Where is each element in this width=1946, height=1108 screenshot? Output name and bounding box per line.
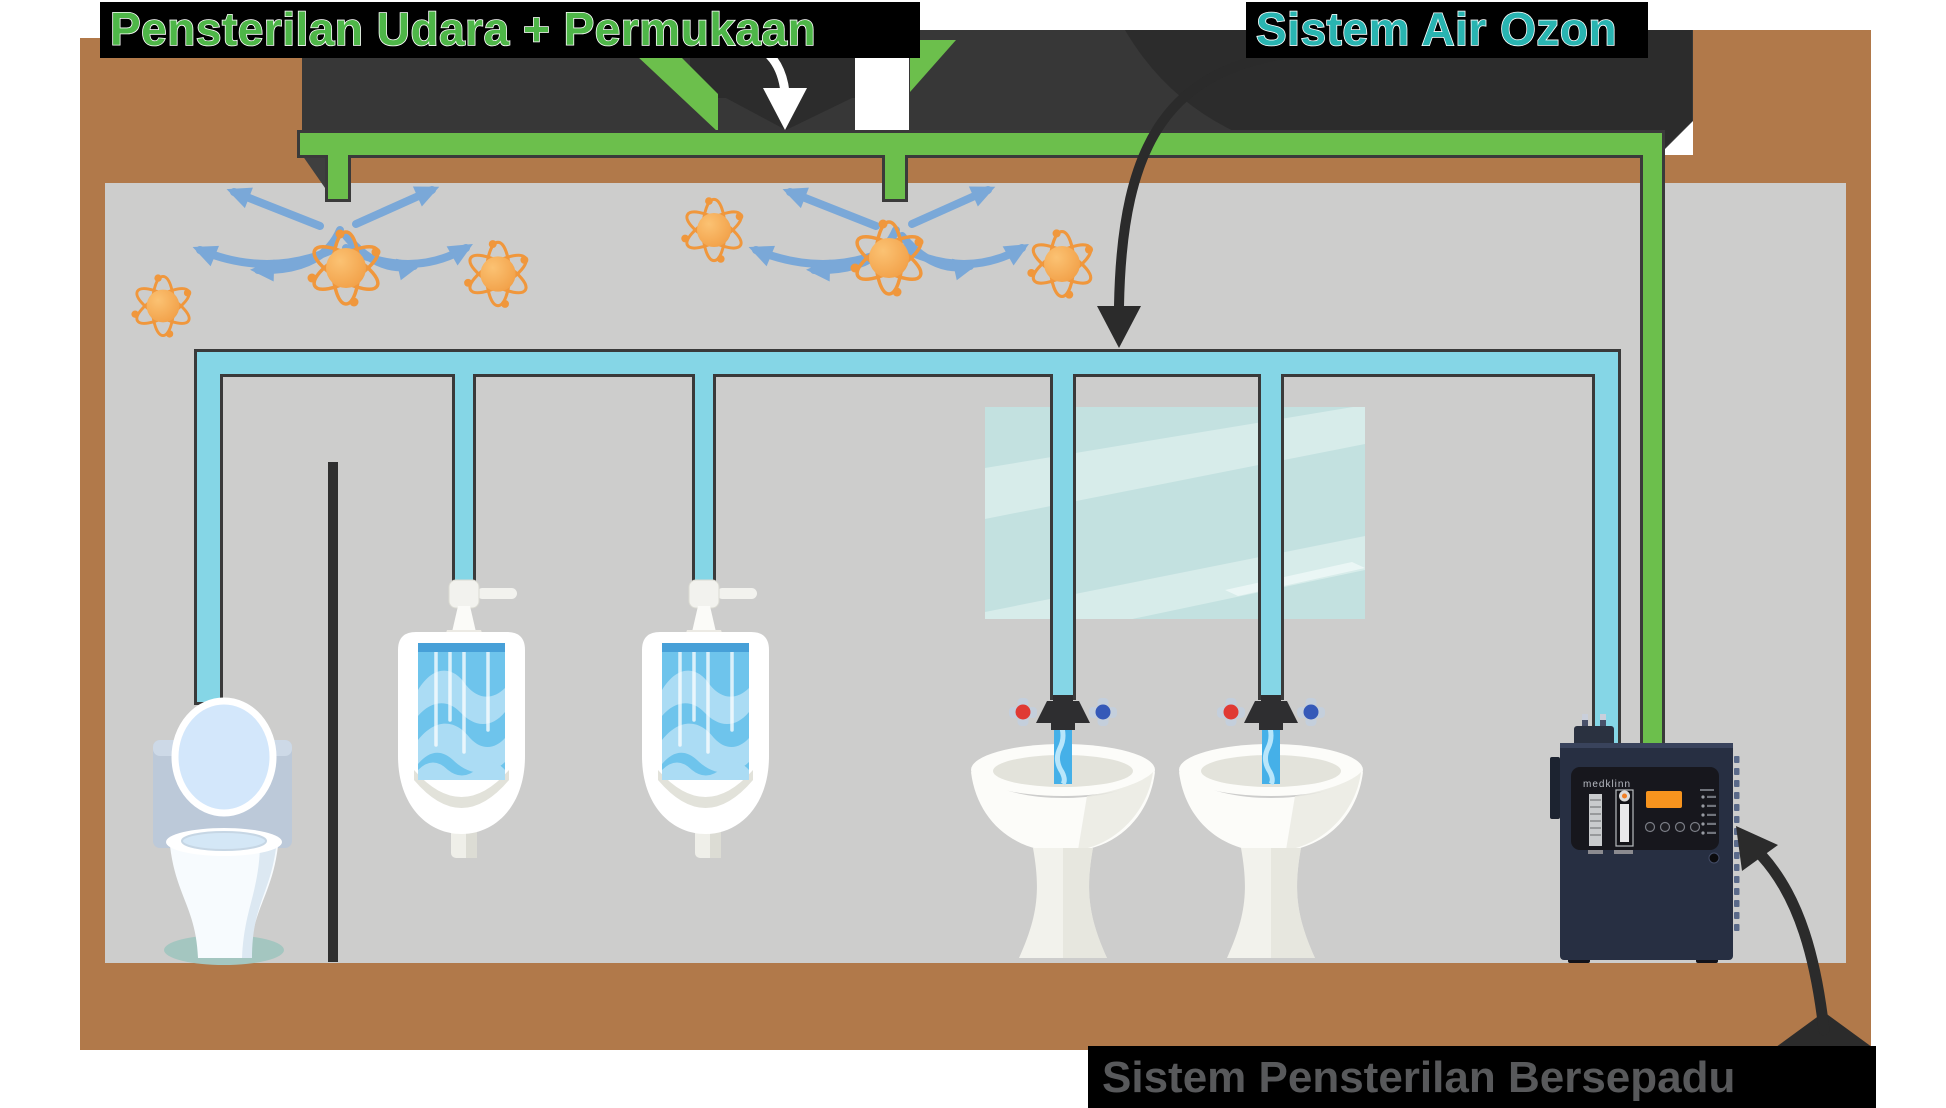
water-line-urinal-2 — [695, 374, 713, 582]
water-line-urinal-1 — [455, 374, 473, 582]
water-line-machine — [1595, 374, 1618, 745]
air-duct-horizontal — [300, 133, 1662, 155]
green-swoosh-right — [910, 40, 956, 92]
wall-frame — [80, 30, 1871, 1050]
wall-top-bar — [80, 155, 1871, 183]
plug-prong — [1600, 714, 1606, 728]
air-duct-down — [1643, 150, 1662, 745]
faucet-body — [1244, 701, 1298, 723]
machine-knob — [1708, 852, 1720, 864]
ozone-water-callout — [1097, 47, 1303, 348]
water-line-toilet — [197, 352, 220, 702]
ozone-water-line — [194, 349, 1621, 748]
ozone-water-arrowhead-icon — [1097, 306, 1141, 348]
machine-buttons — [1644, 821, 1701, 833]
wall-right — [1846, 30, 1871, 1050]
label-band-integrated — [1088, 1046, 1876, 1108]
label-air-surface: Pensterilan Udara + Permukaan — [110, 3, 816, 55]
air-diffuser-2 — [885, 150, 905, 199]
duct-wedge — [300, 152, 332, 198]
machine-display — [1646, 791, 1682, 808]
partition-pole — [328, 462, 338, 962]
water-line-horizontal — [197, 352, 1618, 374]
toilet-lid — [171, 697, 277, 817]
plug-prong — [1582, 714, 1588, 728]
label-integrated: Sistem Pensterilan Bersepadu — [1102, 1053, 1735, 1102]
hot-handle — [1015, 704, 1031, 720]
mirror — [985, 407, 1365, 619]
ozone-machine: medklinn — [1550, 714, 1740, 963]
floor — [80, 963, 1871, 1050]
air-diffuser-1 — [328, 150, 348, 199]
water-line-sink-1 — [1053, 374, 1073, 697]
machine-callout — [1736, 826, 1876, 1050]
hot-handle — [1223, 704, 1239, 720]
machine-callout-arrowhead-icon — [1736, 826, 1778, 871]
power-plug — [1574, 726, 1614, 746]
machine-brand: medklinn — [1583, 779, 1631, 790]
sink-1 — [971, 744, 1155, 958]
cold-handle — [1095, 704, 1111, 720]
machine-vents — [1734, 756, 1740, 931]
cold-handle — [1303, 704, 1319, 720]
sterilizer-unit-decor — [620, 35, 956, 132]
machine-gauge-1 — [1588, 794, 1603, 854]
water-line-sink-2 — [1261, 374, 1281, 697]
urinal-2 — [642, 579, 769, 858]
urinal-1 — [398, 579, 525, 858]
faucet-1 — [1009, 695, 1117, 786]
air-duct-network — [297, 130, 1665, 748]
room-interior — [105, 183, 1846, 963]
sterilizer-unit — [855, 50, 909, 130]
machine-gauge-2 — [1614, 789, 1634, 854]
label-band-ozone — [1246, 2, 1648, 58]
label-band-air-surface — [100, 2, 920, 58]
white-callout-arrowhead-icon — [763, 88, 807, 130]
wall-left — [80, 38, 105, 1050]
toilet — [153, 697, 292, 965]
green-swoosh-left — [620, 40, 718, 132]
machine-indicator-column — [1700, 789, 1716, 835]
faucet-2 — [1217, 695, 1325, 786]
label-ozone-water: Sistem Air Ozon — [1256, 3, 1617, 55]
faucet-body — [1036, 701, 1090, 723]
